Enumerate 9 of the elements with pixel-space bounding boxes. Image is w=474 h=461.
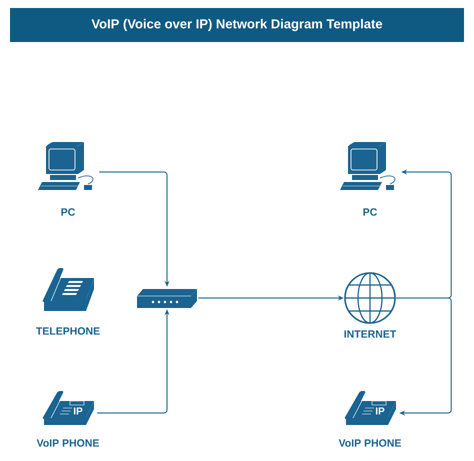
arrow <box>396 298 452 416</box>
router-icon <box>136 289 197 308</box>
node-label: TELEPHONE <box>36 327 100 335</box>
node-label: PC <box>61 208 75 216</box>
title-bar: VoIP (Voice over IP) Network Diagram Template <box>10 8 464 42</box>
node-label: INTERNET <box>344 330 396 338</box>
node-label: PC <box>363 208 377 216</box>
node-label: VoIP PHONE <box>36 439 99 447</box>
node-label: VoIP PHONE <box>338 439 401 447</box>
